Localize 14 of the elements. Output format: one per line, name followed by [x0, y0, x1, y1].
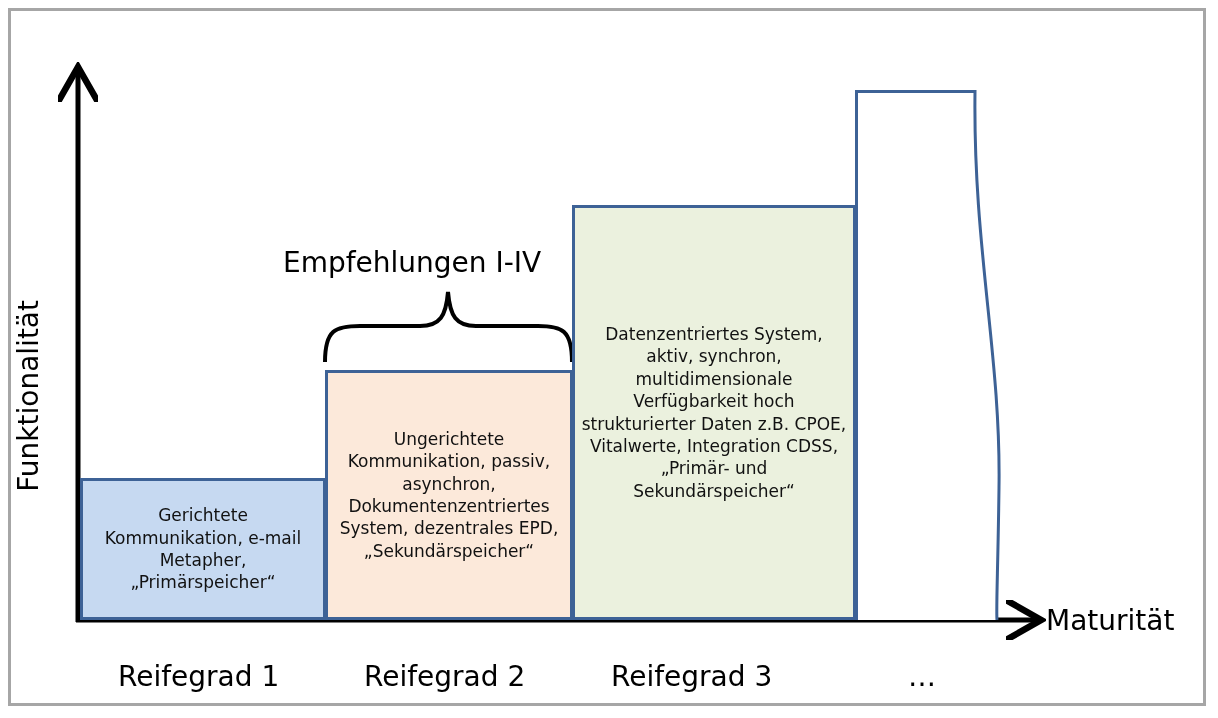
- level-label: Reifegrad 2: [364, 660, 526, 693]
- level-label: …: [908, 660, 936, 693]
- axis-title: Maturität: [1046, 604, 1175, 637]
- bar-text: Gerichtete Kommunikation, e-mail Metapher, „Primärspeicher“: [103, 504, 303, 594]
- level-label: Reifegrad 3: [611, 660, 773, 693]
- bar-text: Ungerichtete Kommunikation, passiv, asynchron, Dokumentenzentriertes System, dezentrales EPD, „Sekundärspeicher“: [338, 427, 560, 563]
- open-ended-bar: [855, 90, 1003, 620]
- level-label: Reifegrad 1: [118, 660, 280, 693]
- bar-text: Datenzentriertes System, aktiv, synchron, multidimensionale Verfügbarkeit hoch strukturierter Daten z.B. CPOE, Vitalwerte, Integration CDSS, „Primär- und Sekundärspeicher“: [581, 322, 847, 503]
- maturity-bar: [325, 370, 573, 620]
- maturity-bar: [572, 205, 856, 620]
- brace-label: Empfehlungen I-IV: [283, 246, 542, 279]
- axis-title: Funktionalität: [12, 300, 45, 492]
- maturity-bar: [80, 478, 326, 620]
